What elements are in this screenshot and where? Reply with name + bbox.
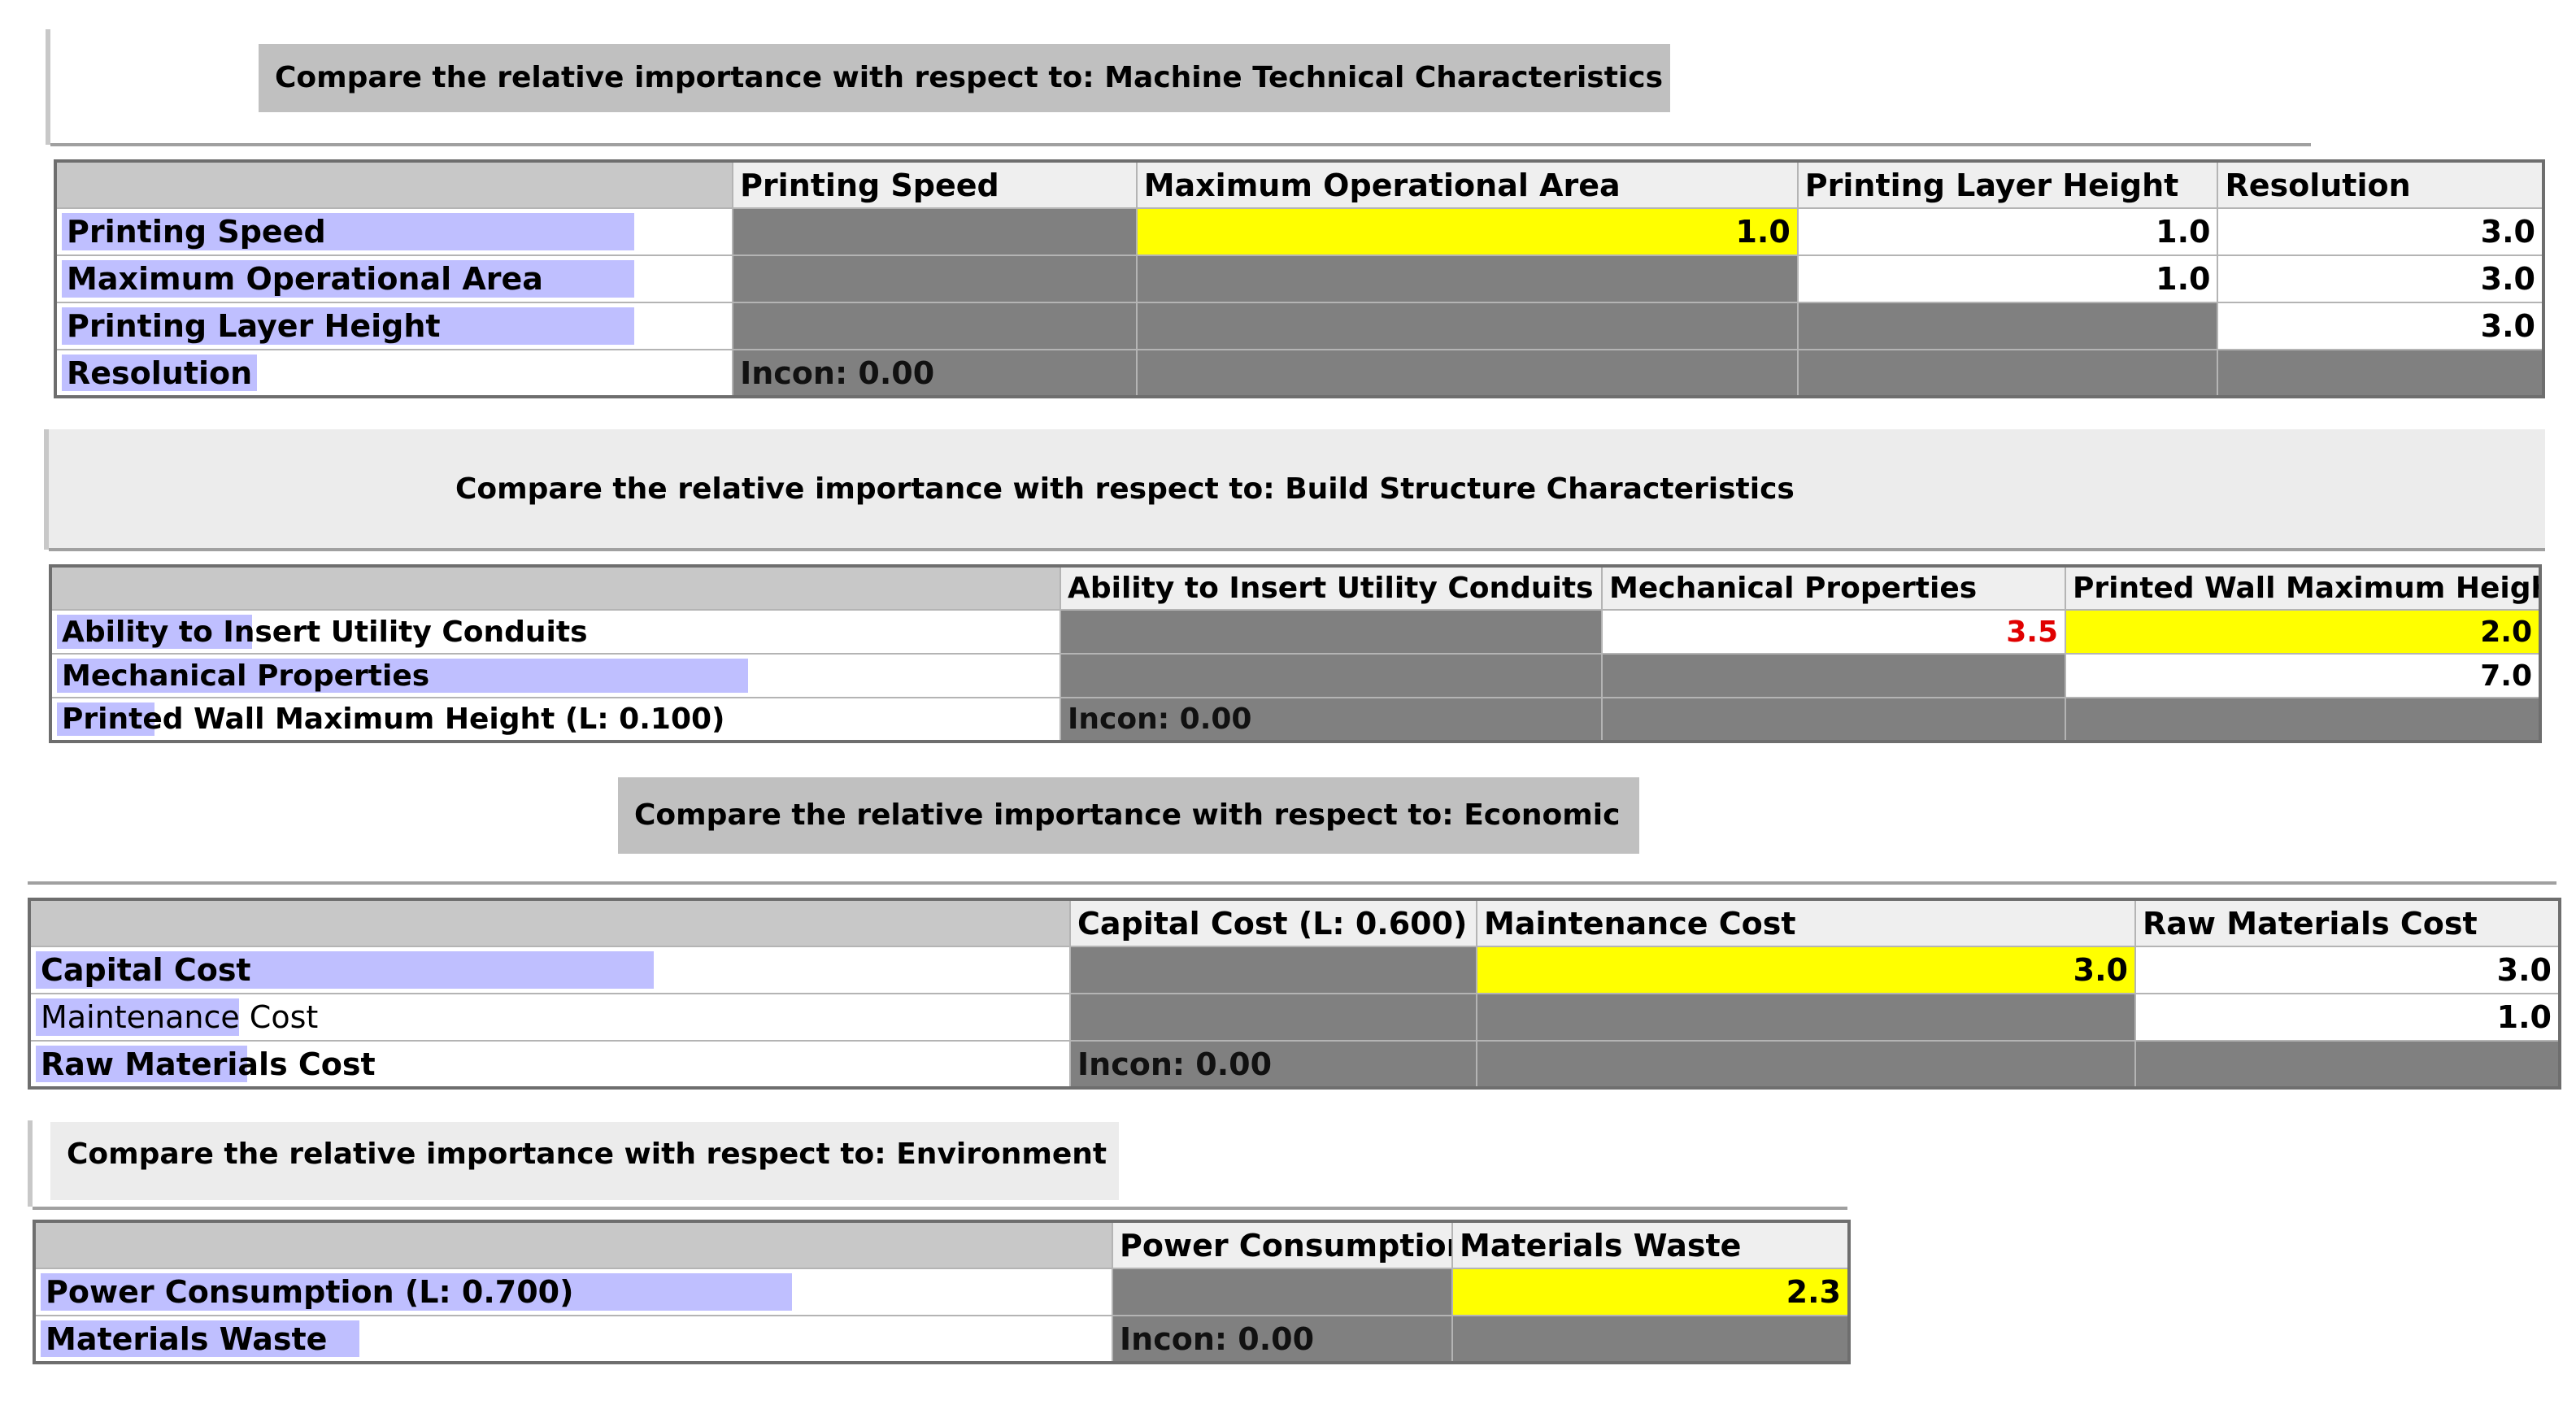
row-label-mechanical-properties: Mechanical Properties xyxy=(50,653,1061,698)
matrix-cell[interactable]: 7.0 xyxy=(2065,653,2541,698)
col-header-mechanical-properties: Mechanical Properties xyxy=(1601,565,2066,611)
col-header-capital-cost: Capital Cost (L: 0.600) xyxy=(1069,898,1477,947)
col-header-printed-wall-max-height: Printed Wall Maximum Height xyxy=(2065,565,2541,611)
matrix-cell xyxy=(1060,609,1603,655)
matrix-cell[interactable]: 1.0 xyxy=(1796,254,2219,303)
matrix-cell xyxy=(1135,349,1799,398)
inconsistency-value: Incon: 0.00 xyxy=(1112,1315,1453,1364)
inconsistency-value: Incon: 0.00 xyxy=(1060,697,1603,742)
section2-title: Compare the relative importance with res… xyxy=(455,472,1795,506)
matrix-cell xyxy=(732,254,1138,303)
matrix-cell[interactable]: 3.0 xyxy=(2217,207,2544,256)
matrix-cell-selected[interactable]: 2.0 xyxy=(2065,609,2541,655)
matrix-cell-selected[interactable]: 3.0 xyxy=(1476,946,2136,994)
row-label-maintenance-cost: Maintenance Cost xyxy=(28,993,1071,1042)
matrix-cell-inverse[interactable]: 3.5 xyxy=(1601,609,2066,655)
matrix-cell-selected[interactable]: 2.3 xyxy=(1451,1268,1850,1316)
section1-matrix: Printing Speed Maximum Operational Area … xyxy=(54,159,2545,398)
row-label-raw-materials-cost: Raw Materials Cost xyxy=(28,1040,1071,1089)
section4-matrix: Power Consumption Materials Waste Power … xyxy=(33,1220,1851,1364)
matrix-cell xyxy=(1060,653,1603,698)
row-label-max-operational-area: Maximum Operational Area xyxy=(54,254,734,303)
row-label-printing-layer-height: Printing Layer Height xyxy=(54,302,734,350)
matrix-cell xyxy=(1135,302,1799,350)
row-label-utility-conduits: Ability to Insert Utility Conduits xyxy=(50,609,1061,655)
matrix-cell xyxy=(1135,254,1799,303)
col-header-power-consumption: Power Consumption xyxy=(1112,1220,1453,1269)
matrix-corner xyxy=(33,1220,1113,1269)
col-header-materials-waste: Materials Waste xyxy=(1451,1220,1850,1269)
col-header-utility-conduits: Ability to Insert Utility Conduits xyxy=(1060,565,1603,611)
matrix-cell xyxy=(1476,993,2136,1042)
matrix-cell xyxy=(1451,1315,1850,1364)
section3-matrix: Capital Cost (L: 0.600) Maintenance Cost… xyxy=(28,898,2561,1090)
matrix-cell xyxy=(1601,697,2066,742)
matrix-cell xyxy=(1476,1040,2136,1089)
matrix-cell[interactable]: 3.0 xyxy=(2134,946,2561,994)
matrix-cell xyxy=(732,302,1138,350)
matrix-cell xyxy=(2217,349,2544,398)
matrix-cell[interactable]: 3.0 xyxy=(2217,254,2544,303)
matrix-cell xyxy=(2065,697,2541,742)
inconsistency-value: Incon: 0.00 xyxy=(1069,1040,1477,1089)
matrix-corner xyxy=(28,898,1071,947)
matrix-cell xyxy=(732,207,1138,256)
matrix-cell-selected[interactable]: 1.0 xyxy=(1135,207,1799,256)
matrix-cell[interactable]: 3.0 xyxy=(2217,302,2544,350)
matrix-cell[interactable]: 1.0 xyxy=(2134,993,2561,1042)
section4-title: Compare the relative importance with res… xyxy=(50,1122,1119,1200)
matrix-cell xyxy=(1112,1268,1453,1316)
row-label-printing-speed: Printing Speed xyxy=(54,207,734,256)
matrix-cell xyxy=(1601,653,2066,698)
col-header-resolution: Resolution xyxy=(2217,160,2544,209)
row-label-capital-cost: Capital Cost xyxy=(28,946,1071,994)
section3-title: Compare the relative importance with res… xyxy=(618,777,1639,854)
row-label-power-consumption: Power Consumption (L: 0.700) xyxy=(33,1268,1113,1316)
col-header-max-operational-area: Maximum Operational Area xyxy=(1135,160,1799,209)
row-label-materials-waste: Materials Waste xyxy=(33,1315,1113,1364)
section1-title: Compare the relative importance with res… xyxy=(259,44,1670,112)
row-label-printed-wall-max-height: Printed Wall Maximum Height (L: 0.100) xyxy=(50,697,1061,742)
col-header-printing-speed: Printing Speed xyxy=(732,160,1138,209)
inconsistency-value: Incon: 0.00 xyxy=(732,349,1138,398)
matrix-cell xyxy=(1069,946,1477,994)
matrix-corner xyxy=(50,565,1061,611)
col-header-printing-layer-height: Printing Layer Height xyxy=(1796,160,2219,209)
row-label-resolution: Resolution xyxy=(54,349,734,398)
section2-matrix: Ability to Insert Utility Conduits Mecha… xyxy=(49,564,2542,743)
matrix-cell xyxy=(1796,349,2219,398)
matrix-cell xyxy=(1796,302,2219,350)
matrix-corner xyxy=(54,160,734,209)
col-header-maintenance-cost: Maintenance Cost xyxy=(1476,898,2136,947)
col-header-raw-materials-cost: Raw Materials Cost xyxy=(2134,898,2561,947)
matrix-cell[interactable]: 1.0 xyxy=(1796,207,2219,256)
matrix-cell xyxy=(2134,1040,2561,1089)
matrix-cell xyxy=(1069,993,1477,1042)
